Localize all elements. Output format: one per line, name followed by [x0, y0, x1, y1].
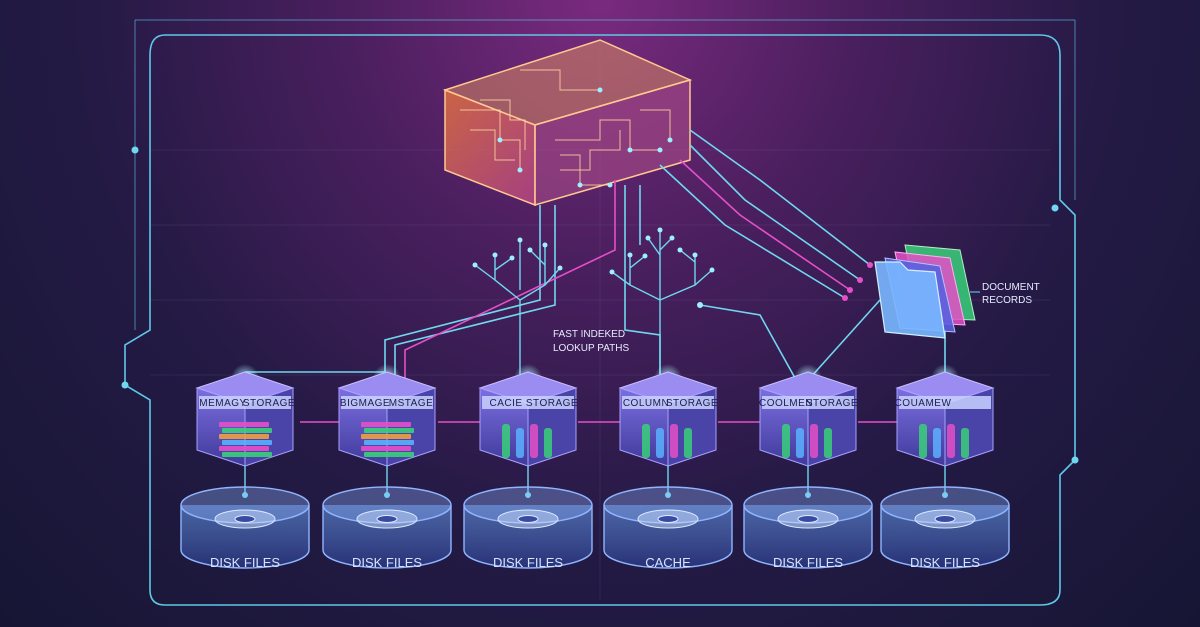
document-records-icon	[874, 244, 976, 339]
column-icon	[530, 424, 538, 458]
column-icon	[516, 428, 524, 458]
cube-label-right: STORAGE	[243, 398, 295, 409]
connector-node	[942, 492, 948, 498]
cube-label-left: COLUMN	[623, 398, 669, 409]
column-icon	[642, 424, 650, 458]
disk-hub	[234, 515, 256, 523]
column-icon	[670, 424, 678, 458]
cube-label-right: STORAGE	[526, 398, 578, 409]
cube-label-band	[199, 396, 291, 409]
connector-node	[805, 492, 811, 498]
storage-cube: COUAMEW	[895, 364, 995, 498]
disk-label: DISK FILES	[773, 555, 843, 570]
cube-label-band	[899, 396, 991, 409]
column-icon	[502, 424, 510, 458]
frame-node	[1051, 204, 1059, 212]
disk-label: DISK FILES	[910, 555, 980, 570]
column-icon	[933, 428, 941, 458]
disk-label: DISK FILES	[493, 555, 563, 570]
cube-label-band	[482, 396, 574, 409]
lookup-tree-left	[474, 240, 561, 378]
column-icon	[544, 428, 552, 458]
book-icon	[361, 434, 411, 439]
cube-label-left: COUAMEW	[895, 398, 952, 409]
disk: DISK FILES	[463, 486, 593, 570]
disk-label: CACHE	[645, 555, 691, 570]
central-index-box	[442, 39, 693, 207]
disk-hub	[657, 515, 679, 523]
cube-label-band	[622, 396, 714, 409]
frame-node	[121, 381, 129, 389]
disk-hub	[517, 515, 539, 523]
disk: CACHE	[603, 486, 733, 570]
storage-cube: CACIE STORAGE	[478, 364, 578, 498]
frame-node	[1071, 456, 1079, 464]
book-icon	[364, 452, 414, 457]
outer-frame	[124, 34, 1076, 606]
disk-hub	[797, 515, 819, 523]
cube-label-band	[341, 396, 433, 409]
book-icon	[219, 434, 269, 439]
cube-label-right: MSTAGE	[389, 398, 433, 409]
column-icon	[810, 424, 818, 458]
cube-label-left: COOLMEN	[759, 398, 813, 409]
lookup-tree-right	[611, 230, 713, 378]
book-icon	[219, 446, 269, 451]
cube-label-left: BIGMAGE	[340, 398, 390, 409]
column-icon	[824, 428, 832, 458]
connector-node	[242, 492, 248, 498]
column-icon	[796, 428, 804, 458]
book-icon	[219, 422, 269, 427]
disk: DISK FILES	[322, 486, 452, 570]
disk-hub	[934, 515, 956, 523]
document-records-label: RECORDS	[982, 295, 1032, 306]
disk-label: DISK FILES	[352, 555, 422, 570]
cube-label-right: STORAGE	[666, 398, 718, 409]
connector-node	[665, 492, 671, 498]
book-icon	[361, 446, 411, 451]
disk: DISK FILES	[743, 486, 873, 570]
disk: DISK FILES	[880, 486, 1010, 570]
disk-files: DISK FILES DISK FILES DISK FILES CACHE DISK …	[180, 486, 1010, 570]
column-icon	[782, 424, 790, 458]
fast-paths-label: LOOKUP PATHS	[553, 343, 629, 354]
index-connections	[384, 129, 946, 379]
disk-label: DISK FILES	[210, 555, 280, 570]
frame-node	[131, 146, 139, 154]
disk-hub	[376, 515, 398, 523]
column-icon	[961, 428, 969, 458]
column-icon	[919, 424, 927, 458]
book-icon	[222, 440, 272, 445]
column-icon	[947, 424, 955, 458]
fast-paths-label: FAST INDEKED	[553, 329, 625, 340]
connector-node	[384, 492, 390, 498]
cube-label-left: CACIE	[489, 398, 522, 409]
column-icon	[656, 428, 664, 458]
book-icon	[364, 428, 414, 433]
cube-label-band	[762, 396, 854, 409]
connector-node	[525, 492, 531, 498]
book-icon	[222, 428, 272, 433]
column-icon	[684, 428, 692, 458]
disk: DISK FILES	[180, 486, 310, 570]
cube-label-right: STORAGE	[806, 398, 858, 409]
cube-label-left: MEMAGY	[199, 398, 246, 409]
book-icon	[364, 440, 414, 445]
document-records-label: DOCUMENT	[982, 282, 1040, 293]
book-icon	[222, 452, 272, 457]
book-icon	[361, 422, 411, 427]
